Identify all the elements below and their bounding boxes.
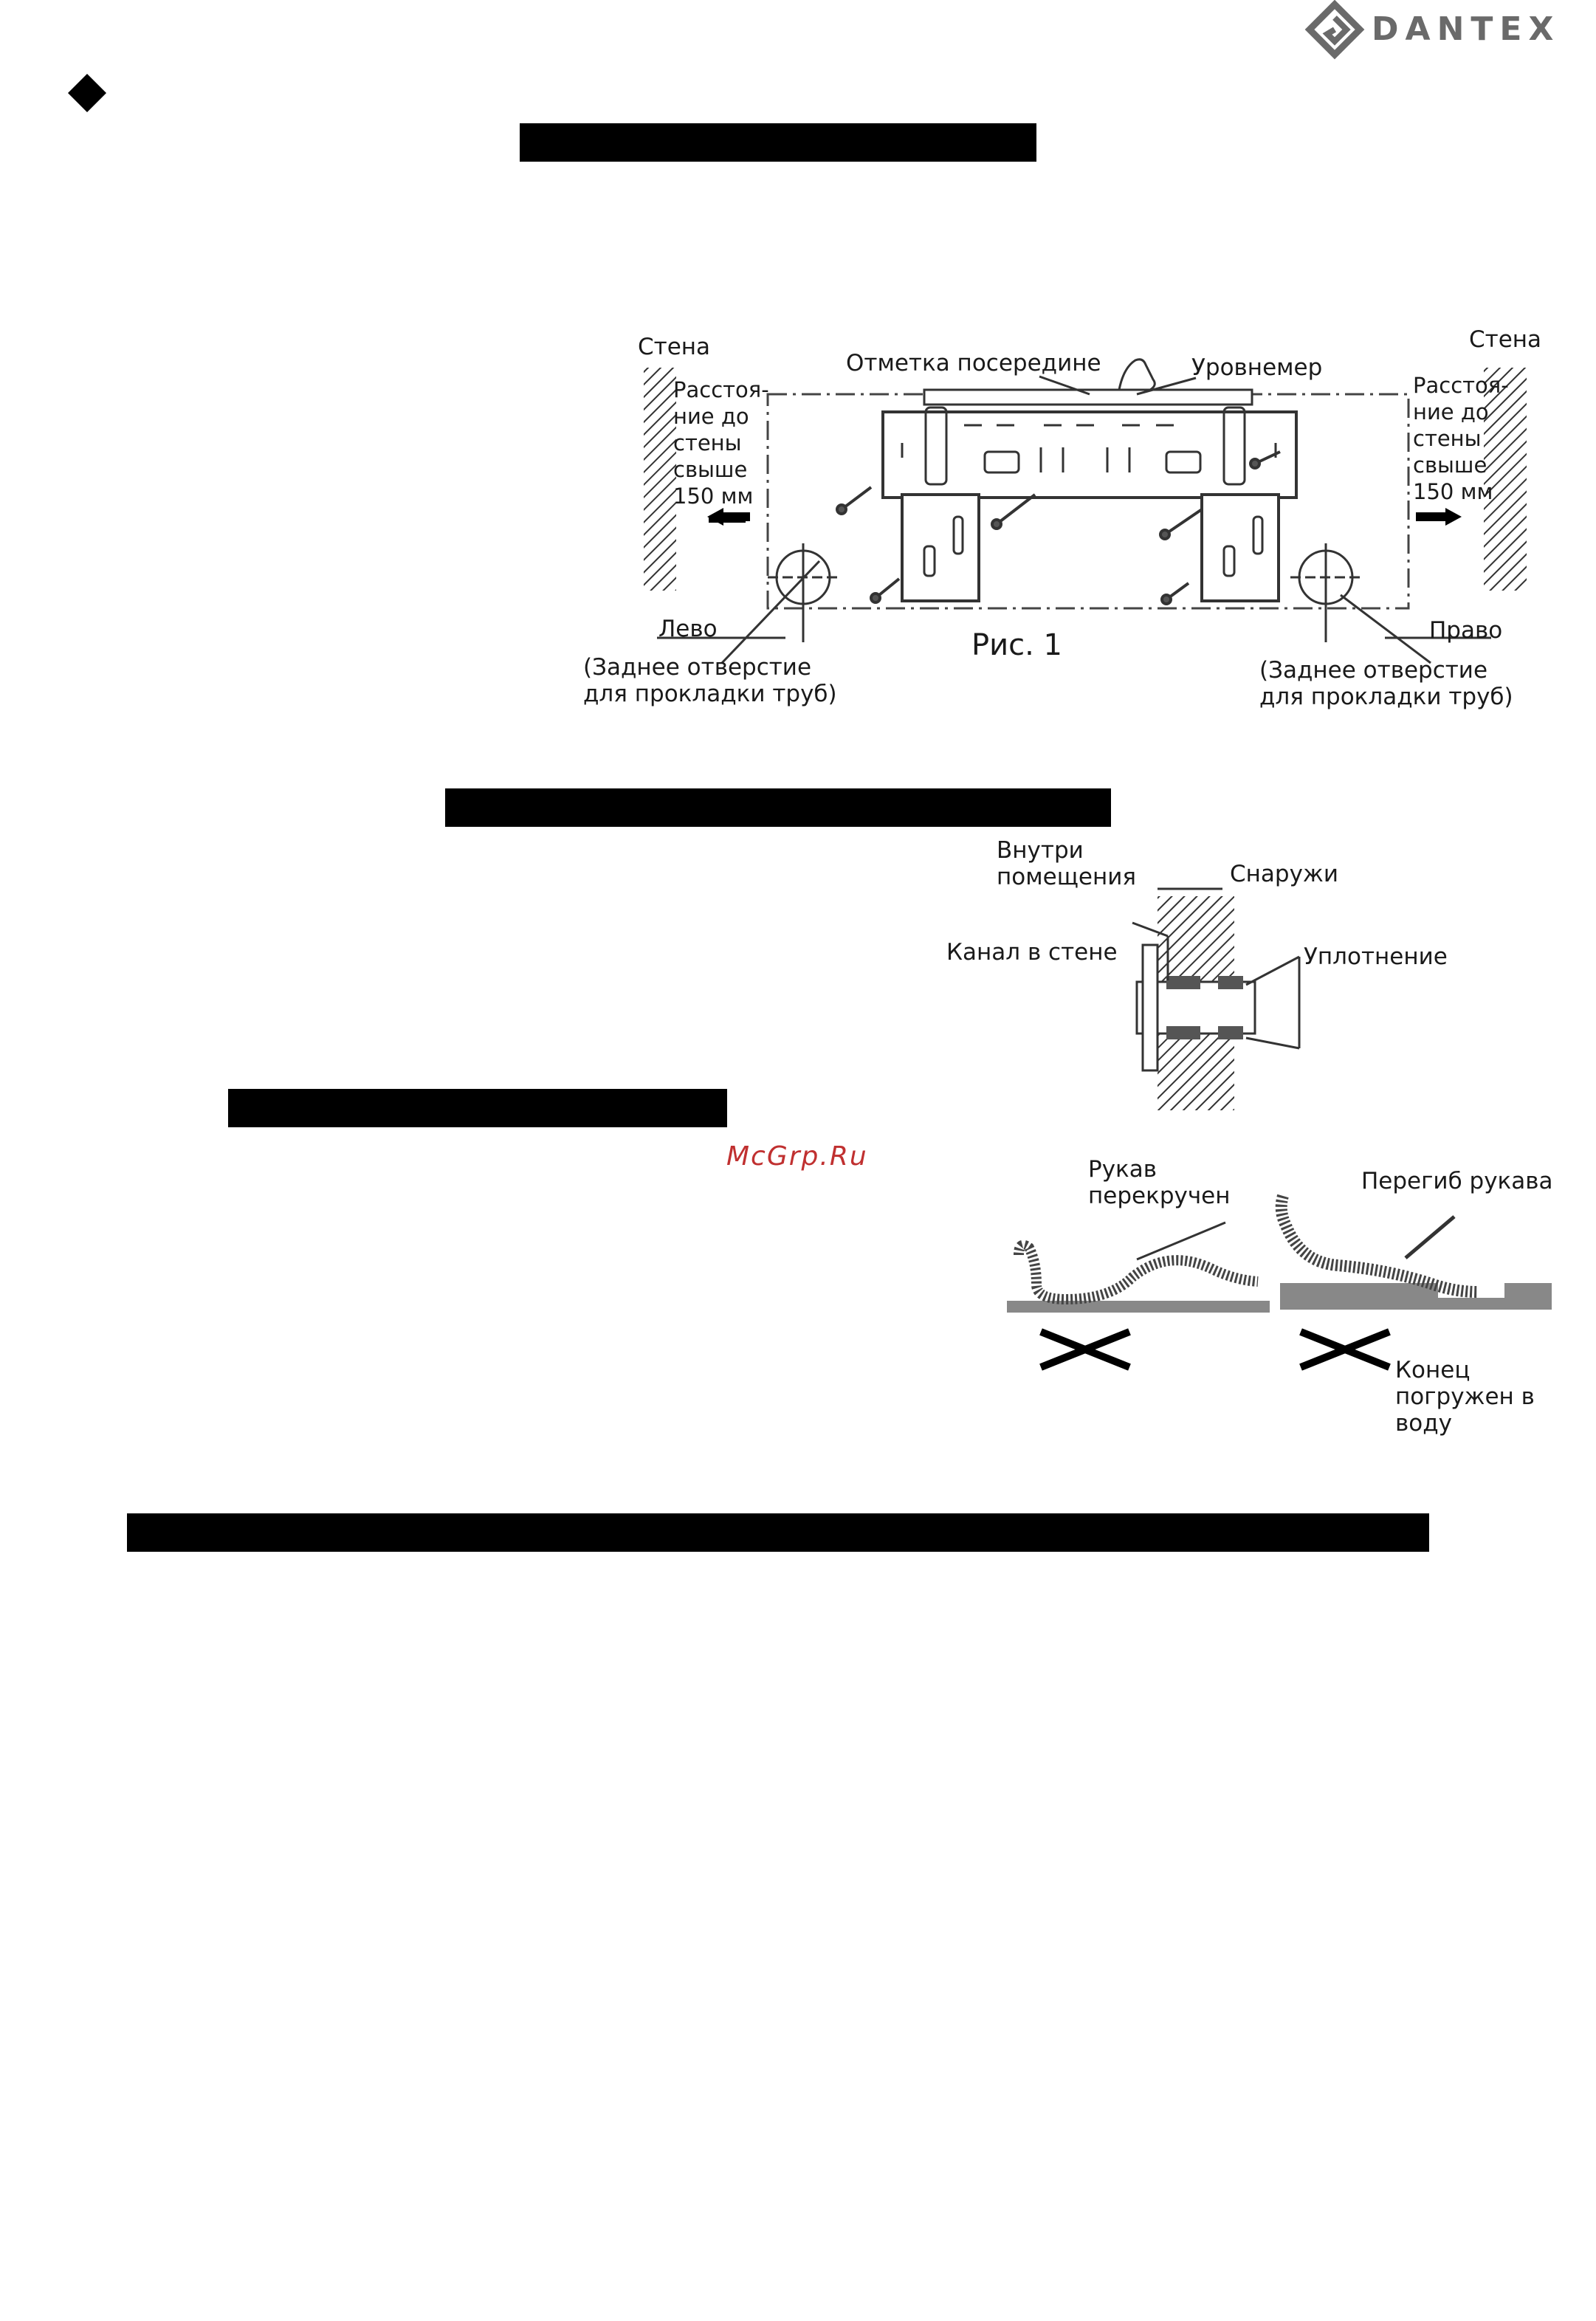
right-label: Право [1429, 617, 1503, 644]
brand-name: DANTEX [1372, 10, 1561, 48]
redacted-heading-2 [445, 788, 1111, 827]
hole-right-text: (Заднее отверстие для прокладки труб) [1259, 657, 1513, 710]
hose-errors-drawing [1007, 1194, 1552, 1371]
diamond-bullet-icon [68, 74, 106, 112]
hole-left-text: (Заднее отверстие для прокладки труб) [583, 654, 837, 707]
wall-right-label: Стена [1469, 326, 1542, 353]
redacted-heading-3 [228, 1089, 727, 1127]
submerged-label: Конец погружен в воду [1395, 1357, 1535, 1437]
redacted-heading-1 [520, 123, 1036, 162]
dantex-logo-icon [1304, 0, 1365, 60]
mounting-plate-drawing [644, 358, 1527, 664]
twisted-label: Рукав перекручен [1088, 1156, 1231, 1209]
left-label: Лево [658, 616, 718, 642]
redacted-heading-4 [127, 1513, 1429, 1552]
distance-right-text: Расстоя- ние до стены свыше 150 мм [1413, 373, 1509, 504]
distance-left-text: Расстоя- ние до стены свыше 150 мм [673, 377, 769, 509]
wall-channel-drawing [1132, 887, 1301, 1110]
wall-left-label: Стена [638, 334, 711, 360]
bend-label: Перегиб рукава [1361, 1168, 1553, 1194]
wall-channel-label: Канал в стене [946, 939, 1118, 966]
figure-caption: Рис. 1 [971, 628, 1062, 662]
level-label: Уровнемер [1191, 354, 1323, 381]
seal-label: Уплотнение [1304, 943, 1448, 970]
inside-label: Внутри помещения [997, 837, 1137, 890]
outside-label: Снаружи [1230, 861, 1339, 887]
watermark: McGrp.Ru [726, 1141, 868, 1172]
center-mark-label: Отметка посередине [846, 350, 1101, 376]
